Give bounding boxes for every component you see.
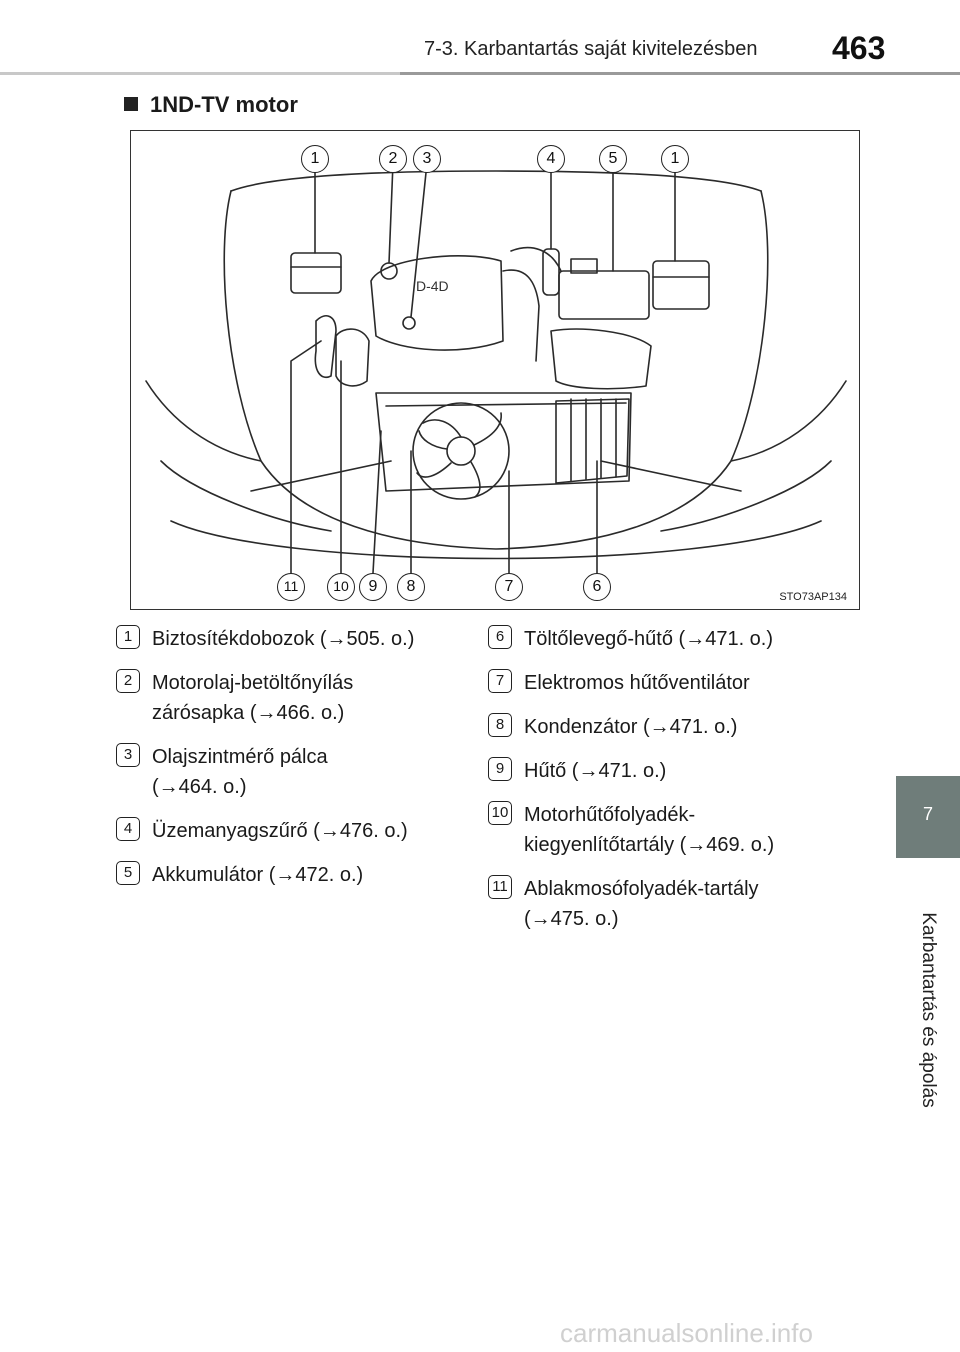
callout-bottom-10: 10 <box>327 573 355 601</box>
callout-bottom-11: 11 <box>277 573 305 601</box>
callout-bottom-6: 6 <box>583 573 611 601</box>
callout-top-3: 3 <box>413 145 441 173</box>
item-text: Olajszintmérő pálca <box>152 746 328 768</box>
legend-item: 4 Üzemanyagszűrő (→476. o.) <box>116 816 414 846</box>
legend-item: 8 Kondenzátor (→471. o.) <box>488 712 774 742</box>
legend-item: 5 Akkumulátor (→472. o.) <box>116 860 414 890</box>
item-text: Akkumulátor (→472. o.) <box>152 864 364 886</box>
engine-bay-illustration: D-4D <box>145 162 847 574</box>
item-text: Biztosítékdobozok (→505. o.) <box>152 628 415 650</box>
callout-bottom-8: 8 <box>397 573 425 601</box>
section-title: 1ND-TV motor <box>124 92 298 118</box>
callout-top-5: 5 <box>599 145 627 173</box>
item-text-cont: zárósapka (→466. o.) <box>152 702 345 724</box>
item-number: 8 <box>488 713 512 737</box>
callout-bottom-7: 7 <box>495 573 523 601</box>
item-text: Kondenzátor (→471. o.) <box>524 716 738 738</box>
legend-right: 6 Töltőlevegő-hűtő (→471. o.) 7 Elektrom… <box>488 624 774 948</box>
figure-code: STO73AP134 <box>779 591 847 603</box>
item-number: 3 <box>116 743 140 767</box>
section-title-text: 1ND-TV motor <box>150 92 298 117</box>
legend-item: 6 Töltőlevegő-hűtő (→471. o.) <box>488 624 774 654</box>
chapter-tab: 7 <box>896 776 960 858</box>
item-text: Ablakmosófolyadék-tartály <box>524 878 759 900</box>
item-text: Motorhűtőfolyadék- <box>524 804 696 826</box>
item-number: 11 <box>488 875 512 899</box>
chapter-side-label: Karbantartás és ápolás <box>918 912 939 1108</box>
svg-text:D-4D: D-4D <box>416 278 449 294</box>
item-number: 9 <box>488 757 512 781</box>
callout-bottom-9: 9 <box>359 573 387 601</box>
item-text: Motorolaj-betöltőnyílás <box>152 672 354 694</box>
item-text: Elektromos hűtőventilátor <box>524 672 750 694</box>
watermark: carmanualsonline.info <box>560 1318 813 1348</box>
legend-item: 9 Hűtő (→471. o.) <box>488 756 774 786</box>
item-text-cont: (→475. o.) <box>524 908 619 930</box>
item-number: 5 <box>116 861 140 885</box>
callout-layer: 1 2 3 4 5 1 11 10 9 8 7 6 <box>131 131 861 611</box>
item-number: 6 <box>488 625 512 649</box>
legend-item: 11 Ablakmosófolyadék-tartály (→475. o.) <box>488 874 774 934</box>
legend-item: 7 Elektromos hűtőventilátor <box>488 668 774 698</box>
item-text: Töltőlevegő-hűtő (→471. o.) <box>524 628 774 650</box>
item-text-cont: kiegyenlítőtartály (→469. o.) <box>524 834 775 856</box>
item-text: Üzemanyagszűrő (→476. o.) <box>152 820 408 842</box>
legend-item: 1 Biztosítékdobozok (→505. o.) <box>116 624 414 654</box>
header-divider-accent <box>400 72 960 75</box>
legend-item: 3 Olajszintmérő pálca (→464. o.) <box>116 742 414 802</box>
item-number: 2 <box>116 669 140 693</box>
item-text: Hűtő (→471. o.) <box>524 760 667 782</box>
page-header: 7-3. Karbantartás saját kivitelezésben 4… <box>0 0 960 80</box>
item-number: 10 <box>488 801 512 825</box>
callout-top-4: 4 <box>537 145 565 173</box>
callout-top-2: 2 <box>379 145 407 173</box>
item-number: 7 <box>488 669 512 693</box>
callout-top-1: 1 <box>301 145 329 173</box>
engine-bay-figure: D-4D <box>130 130 860 610</box>
legend-left: 1 Biztosítékdobozok (→505. o.) 2 Motorol… <box>116 624 414 904</box>
item-number: 4 <box>116 817 140 841</box>
item-number: 1 <box>116 625 140 649</box>
callout-top-1b: 1 <box>661 145 689 173</box>
page-number: 463 <box>832 30 886 66</box>
item-text-cont: (→464. o.) <box>152 776 247 798</box>
chapter-title: 7-3. Karbantartás saját kivitelezésben <box>424 38 758 60</box>
legend-item: 10 Motorhűtőfolyadék- kiegyenlítőtartály… <box>488 800 774 860</box>
legend-item: 2 Motorolaj-betöltőnyílás zárósapka (→46… <box>116 668 414 728</box>
square-bullet-icon <box>124 97 138 111</box>
chapter-tab-number: 7 <box>922 804 933 824</box>
